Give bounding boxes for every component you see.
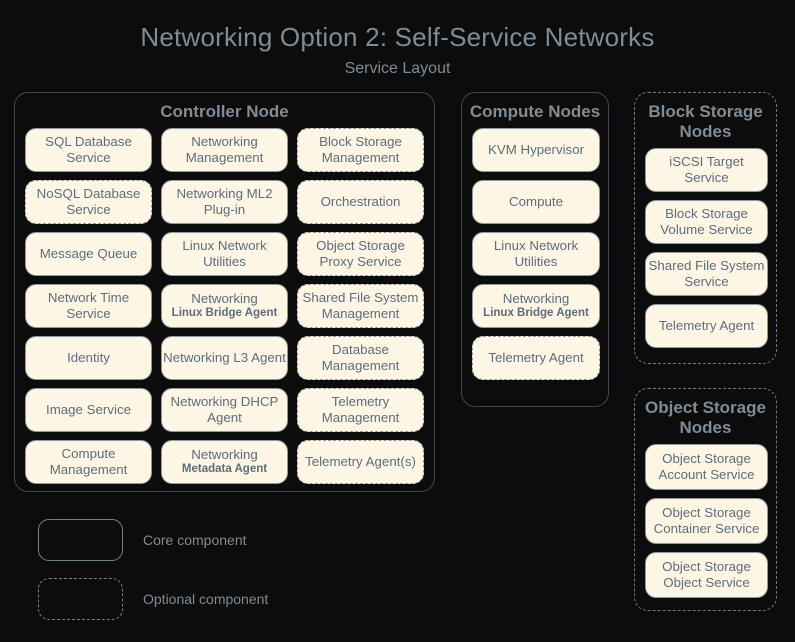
service-label: Shared File System Service — [648, 258, 765, 290]
service-label: Object Storage Account Service — [658, 451, 755, 483]
service-box: Networking Management — [161, 128, 288, 173]
object-storage-nodes-group: Object Storage Nodes Object Storage Acco… — [634, 388, 777, 611]
service-box: KVM Hypervisor — [472, 128, 600, 173]
service-label: Shared File System Management — [302, 290, 419, 322]
service-box: Networking DHCP Agent — [161, 388, 288, 433]
service-label: NoSQL Database Service — [36, 186, 141, 218]
legend-core-label: Core component — [143, 532, 247, 548]
service-label: Compute Management — [49, 446, 128, 478]
service-box: Network Time Service — [25, 284, 152, 329]
service-box: Image Service — [25, 388, 152, 433]
controller-service-grid: SQL Database Service Networking Managemen… — [15, 128, 434, 485]
service-box: Block Storage Management — [297, 128, 424, 173]
service-label: Networking DHCP Agent — [170, 394, 279, 426]
controller-node-title: Controller Node — [160, 102, 289, 121]
service-sublabel: Metadata Agent — [181, 463, 268, 476]
service-sublabel: Linux Bridge Agent — [483, 307, 589, 320]
service-label: Object Storage Object Service — [662, 559, 751, 591]
service-box: Object Storage Proxy Service — [297, 232, 424, 277]
service-label: Telemetry Agent(s) — [305, 454, 416, 470]
service-box: Linux Network Utilities — [472, 232, 600, 277]
service-box: Message Queue — [25, 232, 152, 277]
legend-core-component: Core component — [38, 519, 247, 561]
service-box: Linux Network Utilities — [161, 232, 288, 277]
service-box: Identity — [25, 336, 152, 381]
service-sublabel: Linux Bridge Agent — [171, 307, 278, 320]
service-label: Linux Network Utilities — [493, 238, 579, 270]
service-box: iSCSI Target Service — [645, 148, 768, 193]
service-box: Orchestration — [297, 180, 424, 225]
legend-optional-label: Optional component — [143, 591, 269, 607]
service-label: Orchestration — [320, 194, 401, 210]
service-box: Object Storage Container Service — [645, 498, 768, 545]
legend-optional-component: Optional component — [38, 578, 268, 620]
page-subtitle: Service Layout — [344, 60, 451, 77]
service-label: Telemetry Agent — [658, 318, 755, 334]
service-label: Networking Management — [185, 134, 264, 166]
service-box: NoSQL Database Service — [25, 180, 152, 225]
service-label: Telemetry Management — [321, 394, 400, 426]
service-label: Networking L3 Agent — [163, 350, 286, 366]
service-label: Networking — [502, 291, 570, 307]
service-box: SQL Database Service — [25, 128, 152, 173]
service-label: Telemetry Agent — [488, 350, 584, 366]
service-label: Block Storage Volume Service — [660, 206, 753, 238]
service-label: Network Time Service — [47, 290, 130, 322]
service-label: Networking — [191, 447, 258, 463]
service-label: iSCSI Target Service — [669, 154, 744, 186]
service-label: Linux Network Utilities — [182, 238, 267, 270]
service-box: Block Storage Volume Service — [645, 200, 768, 245]
service-box: Telemetry Agent — [645, 304, 768, 349]
service-box: Object Storage Object Service — [645, 552, 768, 599]
service-box: Database Management — [297, 336, 424, 381]
service-label: KVM Hypervisor — [487, 142, 585, 158]
service-label: Networking — [191, 291, 258, 307]
service-box: Shared File System Service — [645, 252, 768, 297]
service-box: Compute Management — [25, 440, 152, 485]
service-label: Object Storage Container Service — [653, 505, 760, 537]
service-label: Object Storage Proxy Service — [316, 238, 405, 270]
service-box: Networking ML2 Plug-in — [161, 180, 288, 225]
page-title: Networking Option 2: Self-Service Networ… — [140, 22, 655, 52]
object-storage-nodes-title: Object Storage Nodes — [645, 398, 766, 438]
service-box: Compute — [472, 180, 600, 225]
block-storage-nodes-title: Block Storage Nodes — [648, 102, 763, 142]
service-box: Shared File System Management — [297, 284, 424, 329]
legend-core-swatch — [38, 519, 123, 561]
legend-optional-swatch — [38, 578, 123, 620]
block-storage-nodes-group: Block Storage Nodes iSCSI Target Service… — [634, 92, 777, 364]
service-label: Image Service — [46, 402, 131, 418]
service-label: SQL Database Service — [45, 134, 132, 166]
service-box: Object Storage Account Service — [645, 444, 768, 491]
service-box: Networking L3 Agent — [161, 336, 288, 381]
service-box: Telemetry Management — [297, 388, 424, 433]
service-label: Compute — [509, 194, 563, 210]
service-label: Database Management — [321, 342, 400, 374]
service-label: Identity — [67, 350, 110, 366]
service-label: Networking ML2 Plug-in — [176, 186, 273, 218]
service-box: Telemetry Agent — [472, 336, 600, 381]
service-label: Block Storage Management — [319, 134, 402, 166]
service-box: Telemetry Agent(s) — [297, 440, 424, 485]
service-label: Message Queue — [39, 246, 138, 262]
compute-nodes-title: Compute Nodes — [469, 102, 601, 121]
